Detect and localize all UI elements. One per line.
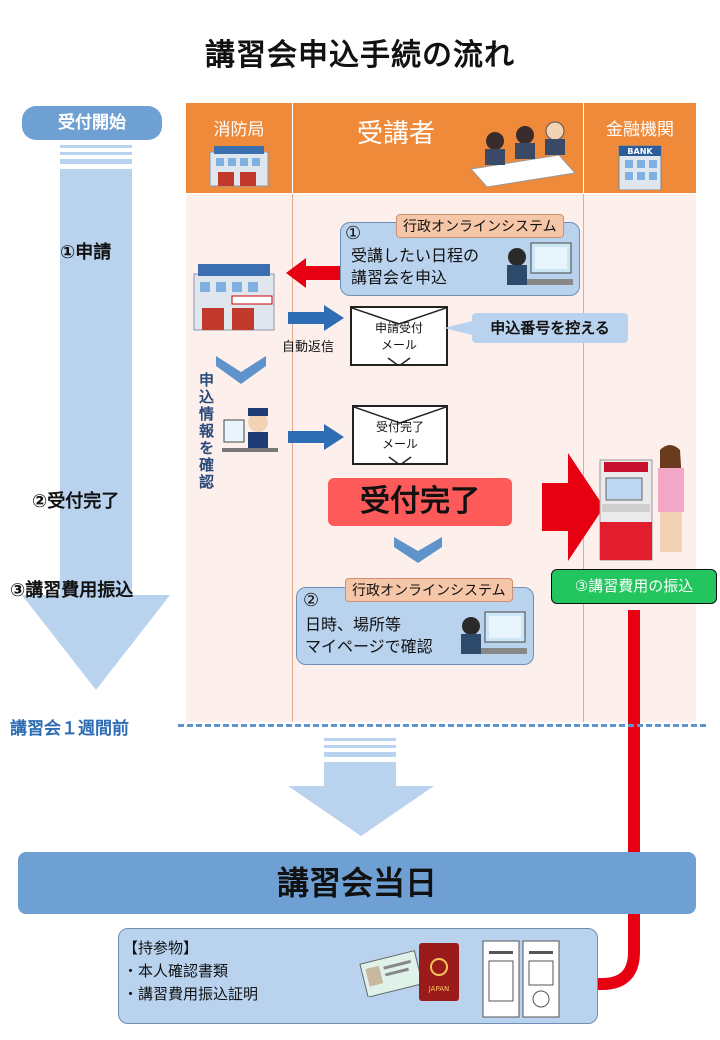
payment-receipt-icon	[482, 940, 560, 1018]
envelope-flap-1	[352, 308, 446, 364]
lane-header-bank: 金融機関 BANK	[584, 103, 696, 193]
start-label: 受付開始	[58, 113, 126, 133]
mail1-line1: 申請受付	[374, 321, 423, 335]
application-line1: 受講したい日程の	[351, 246, 480, 265]
step2-number: ②	[303, 590, 320, 611]
lane-title-bank: 金融機関	[606, 120, 674, 140]
page-title: 講習会申込手続の流れ	[205, 38, 515, 73]
lane-header-trainee: 受講者	[293, 103, 583, 193]
bank-building-icon: BANK	[618, 145, 662, 190]
trainees-icon	[470, 121, 576, 187]
items-box: 【持参物】 ・本人確認書類 ・講習費用振込証明 JAPAN	[118, 928, 598, 1024]
chevron-down-icon	[216, 356, 266, 384]
lane-divider-2	[583, 194, 584, 722]
lane-title-trainee: 受講者	[357, 119, 436, 149]
lane-divider-1	[292, 194, 293, 722]
blue-arrow-auto-reply	[288, 305, 344, 331]
application-received-mail: 申請受付 メール	[350, 306, 448, 366]
lane-header-fire-station: 消防局	[186, 103, 292, 193]
online-system-tag-1: 行政オンラインシステム	[396, 214, 564, 238]
chevron-down-icon-2	[394, 537, 442, 563]
vertical-check-label: 申込情報を確認	[197, 372, 215, 491]
passport-icon: JAPAN	[419, 943, 459, 1001]
step1-number: ①	[345, 223, 362, 244]
one-week-before-label: 講習会１週間前	[10, 719, 129, 739]
reception-complete-banner: 受付完了	[328, 478, 512, 526]
start-badge: 受付開始	[22, 106, 162, 140]
one-week-dashed-line	[178, 724, 706, 727]
bank-sign-text: BANK	[627, 147, 653, 156]
fire-station-building-icon	[193, 264, 275, 331]
mail2-line2: メール	[381, 437, 418, 451]
lane-title-fire-station: 消防局	[213, 120, 265, 140]
id-card-icon	[359, 950, 423, 997]
confirmation-line2: マイページで確認	[305, 637, 433, 656]
note-application-number: 申込番号を控える	[472, 313, 628, 343]
mail2-line1: 受付完了	[375, 420, 424, 434]
timeline-arrow	[22, 145, 170, 690]
bottom-down-arrow	[288, 738, 434, 836]
reception-complete-text: 受付完了	[360, 484, 480, 519]
red-arrow-to-atm	[542, 453, 604, 561]
passport-text: JAPAN	[428, 985, 450, 993]
fire-station-icon	[209, 146, 269, 187]
red-arrow-left	[286, 258, 340, 288]
step-apply: ①申請	[60, 242, 112, 263]
training-day-text: 講習会当日	[276, 864, 437, 902]
items-heading: 【持参物】	[123, 939, 199, 957]
computer-user-icon	[507, 242, 573, 285]
callout-pointer	[444, 320, 476, 336]
confirmation-line1: 日時、場所等	[305, 615, 402, 634]
mail1-line2: メール	[380, 338, 417, 352]
payment-box: ③講習費用の振込	[551, 569, 717, 604]
envelope-flap-2	[354, 407, 446, 463]
note-text: 申込番号を控える	[490, 319, 610, 337]
items-id-documents: ・本人確認書類	[123, 962, 229, 980]
training-day-banner: 講習会当日	[18, 852, 696, 914]
payment-box-text: ③講習費用の振込	[574, 577, 694, 595]
online-system-tag-2: 行政オンラインシステム	[345, 578, 513, 602]
firefighter-desk-icon	[222, 408, 278, 452]
reception-complete-mail: 受付完了 メール	[352, 405, 448, 465]
step-payment: ③講習費用振込	[10, 580, 134, 601]
computer-user-icon-2	[461, 611, 527, 654]
atm-user-icon	[599, 445, 684, 561]
step-complete: ②受付完了	[32, 491, 120, 512]
auto-reply-label: 自動返信	[282, 340, 335, 355]
items-payment-proof: ・講習費用振込証明	[123, 985, 259, 1003]
blue-arrow-complete-mail	[288, 424, 344, 450]
application-line2: 講習会を申込	[351, 268, 448, 287]
